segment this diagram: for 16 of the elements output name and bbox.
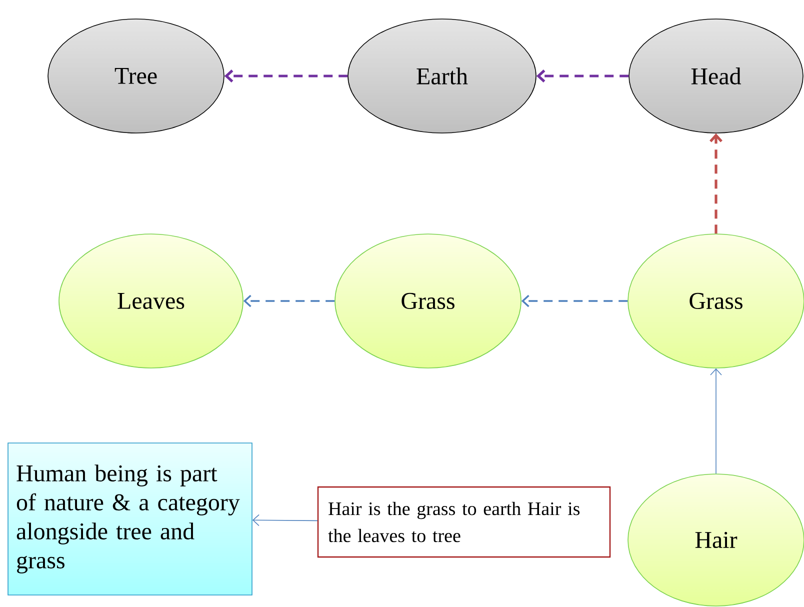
arrow bbox=[224, 70, 348, 82]
ellipse-node: Leaves bbox=[58, 234, 244, 368]
text-box: Human being is part of nature & a category alongside tree and grass bbox=[8, 442, 252, 596]
arrow bbox=[243, 294, 335, 308]
ellipse-node: Hair bbox=[628, 474, 804, 606]
arrow bbox=[252, 514, 318, 526]
ellipse-node: Tree bbox=[48, 18, 224, 134]
ellipse-node: Grass bbox=[628, 234, 804, 368]
arrow bbox=[710, 368, 722, 474]
arrow bbox=[536, 70, 629, 82]
ellipse-node: Head bbox=[628, 18, 804, 134]
arrow bbox=[710, 133, 722, 234]
text-box: Hair is the grass to earth Hair is the leaves to tree bbox=[317, 486, 611, 558]
arrow bbox=[521, 294, 628, 308]
ellipse-node: Earth bbox=[348, 18, 536, 134]
ellipse-node: Grass bbox=[334, 234, 522, 368]
